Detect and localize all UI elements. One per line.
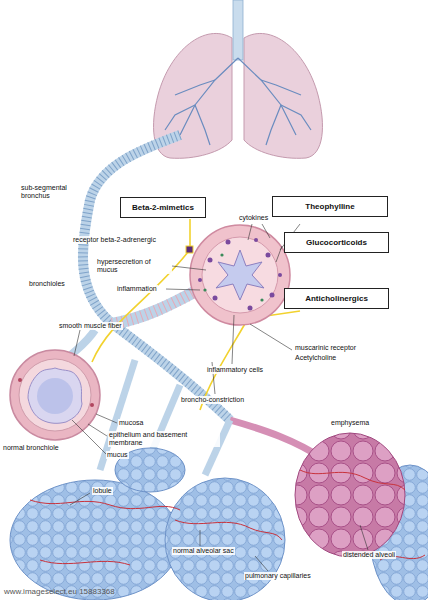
part-label: sub-segmental bronchus [20,184,74,200]
part-label: pulmonary capillaries [244,572,312,580]
part-label: emphysema [330,419,370,427]
part-label: mucosa [118,419,145,427]
part-label: broncho-constriction [180,396,245,404]
part-label: muscarinic receptor [294,344,357,352]
part-label: Acetylcholine [294,354,337,362]
part-label: normal bronchiole [2,444,60,452]
part-label: cytokines [238,214,269,222]
part-label: inflammation [116,285,158,293]
drug-name: Theophylline [279,202,381,211]
part-label: normal alveolar sac [172,547,235,555]
drug-name: Anticholinergics [291,294,382,303]
part-label: lobule [92,487,113,495]
part-label: receptor beta-2-adrenergic [72,236,157,244]
drug-box: Anticholinergics [284,288,389,309]
drug-box: Beta-2-mimetics [120,197,206,218]
drug-name: Glucocorticoids [291,238,382,247]
part-label: epithelium and basement membrane [108,431,220,447]
part-label: smooth muscle fiber [58,322,123,330]
watermark: www.imageselect.eu 15883368 [3,587,116,597]
part-label: inflammatory cells [206,366,264,374]
drug-name: Beta-2-mimetics [127,203,199,212]
part-label: mucus [106,451,129,459]
part-label: distended alveoli [342,551,396,559]
drug-box: Glucocorticoids [284,232,389,253]
drug-box: Theophylline [272,196,388,217]
part-label: bronchioles [28,280,66,288]
part-label: hypersecretion of mucus [96,258,172,274]
